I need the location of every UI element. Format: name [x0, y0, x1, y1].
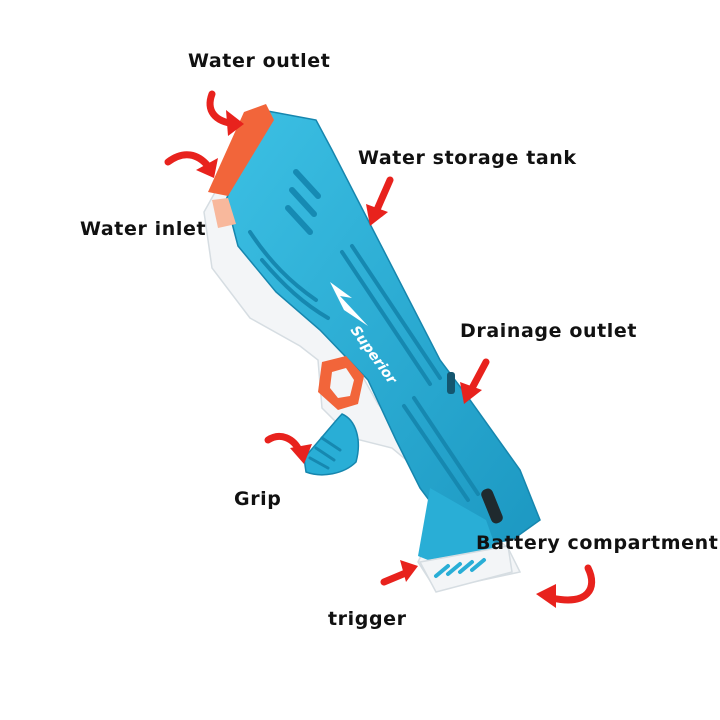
curved-red-arrow-icon — [460, 382, 482, 404]
tank-ridges — [285, 169, 321, 235]
curved-red-arrow-icon — [196, 158, 218, 178]
drainage-outlet-slot — [447, 372, 455, 394]
rear-panel — [418, 488, 496, 560]
curved-red-arrow-icon — [164, 151, 212, 170]
battery-compartment-indicator — [481, 488, 503, 524]
trigger-stripes — [434, 558, 486, 578]
curved-red-arrow-icon — [290, 444, 312, 464]
water-inlet-hatch — [212, 198, 236, 228]
label-water-inlet: Water inlet — [80, 218, 207, 240]
label-water-storage-tank: Water storage tank — [358, 147, 577, 169]
curved-red-arrow-icon — [400, 560, 418, 582]
grip-ribs — [308, 436, 342, 470]
label-grip: Grip — [234, 488, 282, 510]
curved-red-arrow-icon — [536, 584, 556, 608]
curved-red-arrow-icon — [372, 176, 394, 216]
curved-red-arrow-icon — [366, 204, 388, 226]
curved-red-arrow-icon — [548, 564, 596, 604]
chevron-emblem — [330, 282, 368, 326]
label-water-outlet: Water outlet — [188, 50, 331, 72]
label-drainage-outlet: Drainage outlet — [460, 320, 638, 342]
curved-red-arrow-icon — [226, 110, 244, 136]
water-outlet-nozzle — [208, 104, 274, 196]
label-trigger: trigger — [328, 608, 407, 630]
label-battery-compartment: Battery compartment — [476, 532, 719, 554]
body-grooves — [248, 230, 480, 502]
trigger-guard-hole — [330, 368, 354, 398]
